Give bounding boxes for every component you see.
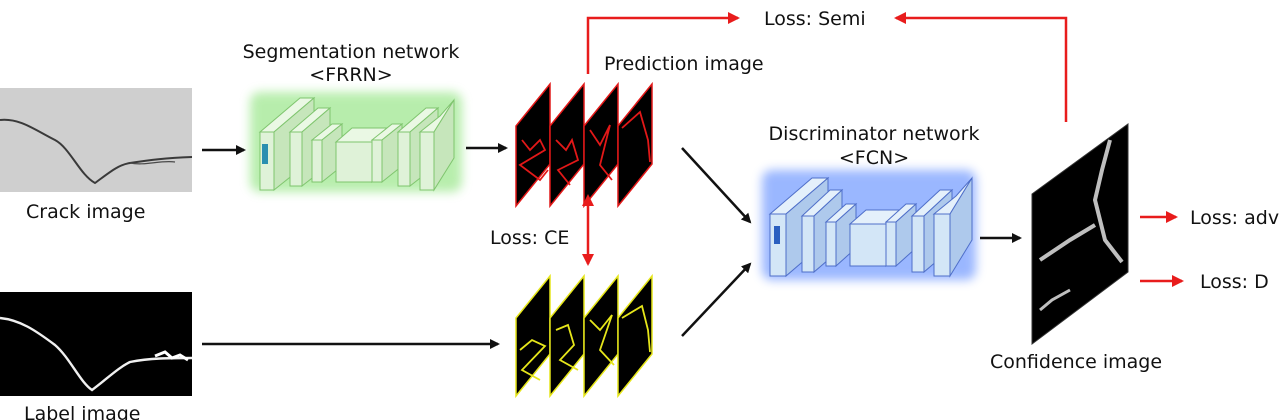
crack-image-label: Crack image — [26, 200, 145, 224]
label-slice-3 — [584, 276, 618, 396]
label-slice-2 — [550, 276, 584, 396]
discriminator-subtitle: <FCN> — [740, 146, 1008, 170]
segmentation-title: Segmentation network — [218, 40, 484, 64]
label-slice-4 — [618, 276, 652, 396]
arrow-confidence-to-loss-semi — [896, 18, 1066, 122]
prediction-slice-1 — [516, 84, 550, 206]
label-image-stack — [516, 276, 652, 396]
loss-adv-label: Loss: adv — [1190, 206, 1279, 230]
prediction-slice-4 — [618, 84, 652, 206]
label-slice-1 — [516, 276, 550, 396]
prediction-image-stack — [516, 84, 652, 206]
prediction-slice-3 — [584, 84, 618, 206]
arrow-label-stack-to-discriminator — [682, 264, 750, 336]
segmentation-network — [250, 92, 462, 192]
loss-ce-label: Loss: CE — [490, 226, 569, 250]
confidence-image-label: Confidence image — [990, 350, 1162, 374]
discriminator-title: Discriminator network — [740, 122, 1008, 146]
label-image — [0, 292, 192, 396]
confidence-image — [1032, 124, 1128, 344]
prediction-image-label: Prediction image — [604, 52, 764, 76]
segmentation-subtitle: <FRRN> — [218, 63, 484, 87]
discriminator-network — [762, 170, 976, 280]
prediction-slice-2 — [550, 84, 584, 206]
loss-semi-label: Loss: Semi — [764, 7, 866, 31]
crack-image — [0, 88, 192, 192]
loss-d-label: Loss: D — [1200, 270, 1269, 294]
label-image-label: Label image — [24, 402, 140, 420]
